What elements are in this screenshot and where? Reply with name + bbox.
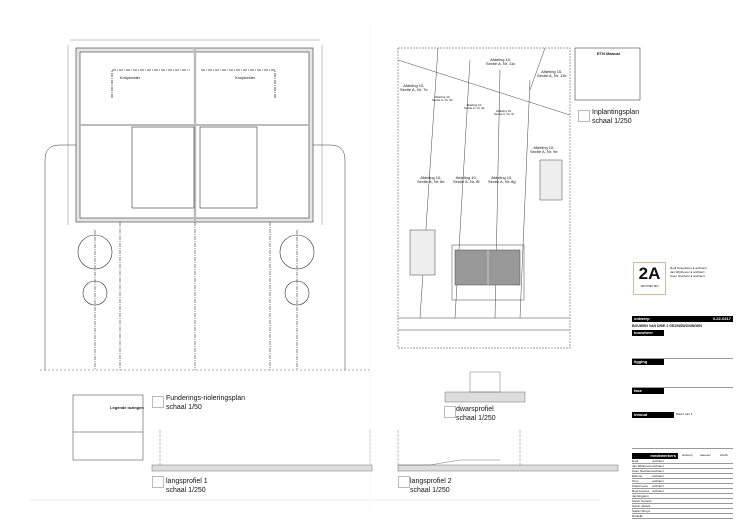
legend-title: Legende lozingen xyxy=(110,405,144,410)
parcel-label: Afdeling 10,Sectie A, Nr. 7e xyxy=(400,83,428,93)
parcel-label: Afdeling 10,Sectie A, Nr. 9k xyxy=(464,103,485,111)
team-member: Etienne Hamboosarchitect xyxy=(632,474,733,479)
parcel-label: Afdeling 10,Sectie A, Nr. 8f xyxy=(453,175,480,185)
parcel-label: Afdeling 10,Sectie A, Nr. 11b xyxy=(537,69,567,79)
project-code: 0-22-0217 xyxy=(712,316,731,321)
parcel-label: Afdeling 10,Sectie A, Nr. 11c xyxy=(486,57,516,67)
section-content: inhoud xyxy=(632,412,674,418)
company-logo: 2A ARCHITECTEN xyxy=(633,262,666,295)
project-label: ontwerp xyxy=(634,316,650,321)
team-member: Danielle Poelmans xyxy=(632,514,733,519)
title-marker xyxy=(444,406,456,418)
profiles xyxy=(30,371,619,501)
profile2-title: langsprofiel 2 xyxy=(410,478,452,485)
legend-box xyxy=(72,394,144,461)
parcel-label: Afdeling 10,Sectie A, Nr. 9e xyxy=(530,145,558,155)
etn-box-title: ETN Manual xyxy=(597,51,620,56)
room-label-left: Kruipkelder xyxy=(120,75,141,80)
team-list: Rudi SmeyaleosarchitectJan Wijnhovenarch… xyxy=(632,459,733,520)
cross-profile-scale: schaal 1/250 xyxy=(456,415,496,422)
parcel-label: Afdeling 10,Sectie A, Nr. 8g xyxy=(488,175,516,185)
team-col: tekenen xyxy=(700,453,711,457)
site-plan-title: Inplantingsplan xyxy=(592,109,640,116)
team-member: Rudi Smeyaleosarchitect xyxy=(632,459,733,464)
floor-plan-scale: schaal 1/50 xyxy=(166,404,202,411)
team-col: ontwerp xyxy=(681,453,693,457)
parcel-label: Afdeling 10,Sectie A, Nr. 9h xyxy=(432,95,453,103)
profile1-scale: schaal 1/250 xyxy=(166,487,206,494)
title-marker xyxy=(152,396,164,408)
room-label-right: Kruipkelder xyxy=(235,75,256,80)
title-block: 2A ARCHITECTEN Rudi Smeyaleos ● architec… xyxy=(632,262,733,520)
title-marker xyxy=(398,476,410,488)
room-right xyxy=(199,126,258,209)
floor-plan-title: Funderings-rioleringsplan xyxy=(166,395,245,402)
section-phase: fase xyxy=(632,388,664,394)
floor-plan xyxy=(40,39,370,371)
cross-profile-title: dwarsprofiel xyxy=(456,406,494,413)
parcel-label: Afdeling 10,Sectie A, Nr. 8e xyxy=(417,175,445,185)
sheet-number: blad 2 van 3 xyxy=(676,412,693,416)
room-left xyxy=(131,126,195,209)
site-plan xyxy=(397,47,641,349)
team-member: Stevin Jelsels xyxy=(632,504,733,509)
section-location: ligging xyxy=(632,359,664,365)
profile1-title: langsprofiel 1 xyxy=(166,478,208,485)
septic-tank-left xyxy=(77,234,113,270)
team-member: Stevin Somers xyxy=(632,499,733,504)
title-marker xyxy=(578,110,590,122)
parcel-label: Afdeling 10,Sectie A, Nr. 9l xyxy=(494,109,514,117)
team-member: Stefan Struys xyxy=(632,509,733,514)
site-plan-scale: schaal 1/250 xyxy=(592,118,632,125)
team-member: Jay Engelen xyxy=(632,494,733,499)
profile2-scale: schaal 1/250 xyxy=(410,487,450,494)
section-client: bouwheer xyxy=(632,330,664,336)
project-title: BOUWEN VAN DRIE 2 GEZINSWONINGEN xyxy=(632,324,702,328)
section-team: medewerkers xyxy=(632,453,678,459)
septic-tank-right xyxy=(279,234,315,270)
team-col: check xyxy=(719,453,728,457)
team-member: Tony Lemberghsarchitect xyxy=(632,479,733,484)
title-marker xyxy=(152,476,164,488)
